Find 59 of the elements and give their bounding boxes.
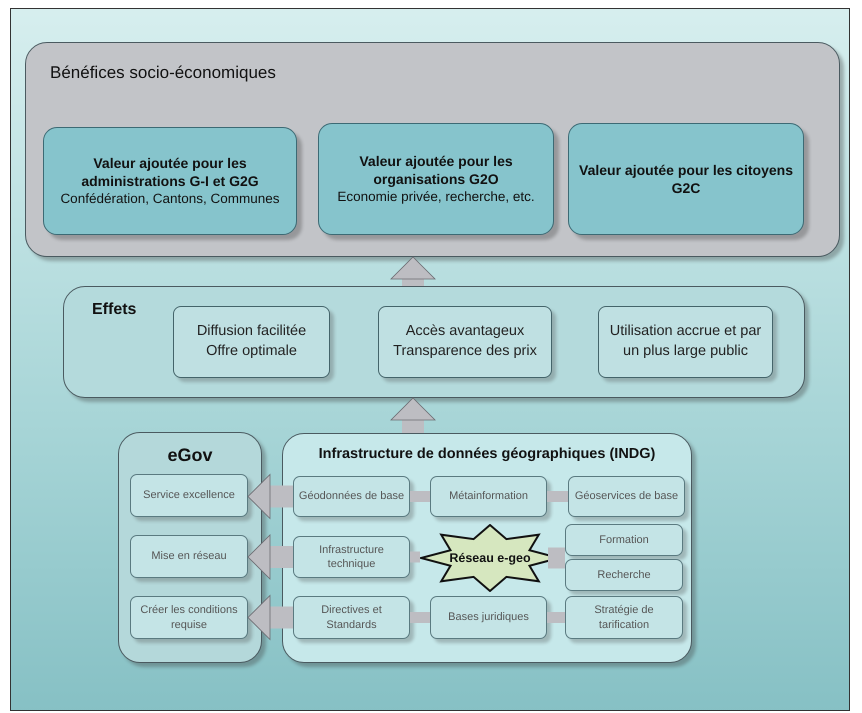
effect-box [378, 306, 552, 378]
box-label: Géodonnées de base [298, 489, 404, 504]
component-box [430, 596, 547, 639]
box-label: Directives et Standards [320, 603, 383, 632]
value-heading: Valeur ajoutée pour les citoyens G2C [578, 160, 794, 198]
effect-box [598, 306, 773, 378]
component-box [130, 596, 248, 639]
block-arrow [390, 397, 436, 433]
connector-bar [410, 491, 430, 502]
connector-bar [548, 548, 565, 558]
panel-heading: Infrastructure de données géographiques (INDG) [318, 446, 656, 462]
block-arrow [247, 594, 293, 640]
connector-bar [410, 612, 430, 623]
component-box [430, 476, 547, 517]
block-arrow [390, 256, 436, 286]
value-box [318, 123, 554, 235]
component-box [130, 474, 248, 517]
panel-heading: Effets [92, 301, 136, 319]
value-box [43, 127, 297, 235]
box-label: Service excellence [143, 488, 235, 503]
box-label: Diffusion facilitée Offre optimale [196, 322, 308, 361]
value-heading: Valeur ajoutée pour les organisations G2O [358, 152, 514, 188]
component-box [130, 535, 248, 578]
component-box [293, 596, 410, 639]
value-detail: Confédération, Cantons, Communes [60, 190, 280, 208]
box-label: Stratégie de tarification [593, 603, 655, 632]
box-label: Mise en réseau [151, 549, 227, 564]
group-panel [118, 432, 262, 663]
box-label: Formation [599, 532, 649, 548]
connector-bar [547, 612, 565, 623]
group-panel [25, 42, 840, 257]
value-box [568, 123, 804, 235]
box-label: Recherche [597, 568, 651, 582]
box-label: Créer les conditions requise [139, 603, 239, 632]
block-arrow [247, 474, 293, 520]
connector-bar [548, 558, 565, 568]
box-label: Réseau e-geo [449, 550, 531, 566]
group-panel [63, 286, 805, 398]
box-label: Bases juridiques [448, 610, 529, 625]
panel-heading: eGov [166, 445, 214, 466]
component-box [565, 524, 683, 556]
group-panel [282, 433, 692, 663]
component-box [565, 596, 683, 639]
component-box [568, 476, 685, 517]
component-box [293, 476, 410, 517]
box-label: Infrastructure technique [318, 542, 385, 572]
value-detail: Economie privée, recherche, etc. [337, 188, 535, 206]
box-label: Métainformation [449, 489, 528, 504]
value-heading: Valeur ajoutée pour les administrations G-I et G2G [80, 154, 260, 190]
box-label: Accès avantageux Transparence des prix [392, 322, 538, 361]
box-label: Géoservices de base [574, 489, 678, 504]
block-arrow [247, 534, 293, 580]
effect-box [173, 306, 330, 378]
component-box [293, 536, 410, 578]
connector-bar [410, 552, 420, 562]
panel-heading: Bénéfices socio-économiques [50, 63, 276, 83]
component-box [565, 559, 683, 591]
connector-bar [547, 491, 568, 502]
box-label: Utilisation accrue et par un plus large public [608, 322, 762, 361]
